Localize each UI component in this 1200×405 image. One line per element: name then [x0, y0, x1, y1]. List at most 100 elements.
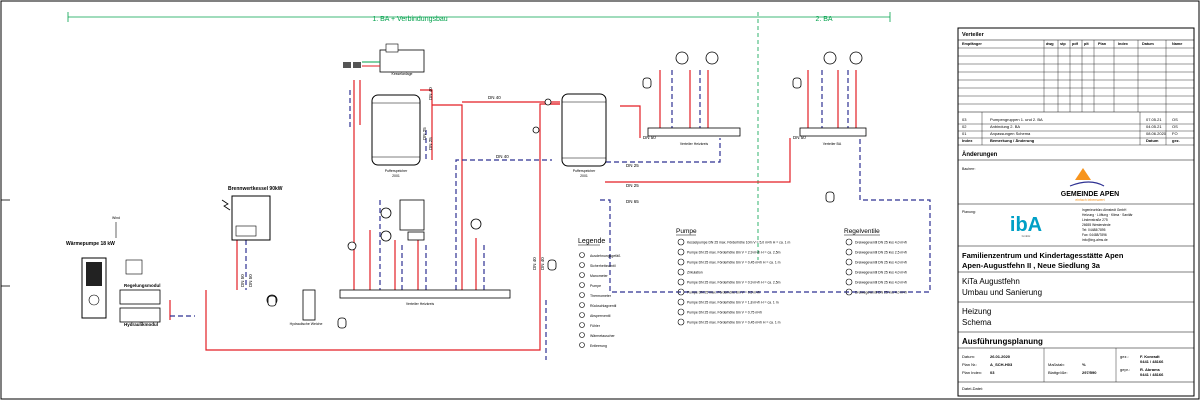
svg-text:Anbindung 2. BA: Anbindung 2. BA [990, 124, 1020, 129]
svg-text:Empfänger: Empfänger [962, 42, 982, 46]
control-modules: Regelungsmodul Hydraulikmodul [119, 283, 161, 327]
heat-pump: Wärmepumpe 18 kW Wind [66, 216, 143, 319]
svg-text:08.06.2020: 08.06.2020 [1146, 131, 1167, 136]
separator-label: Hydraulische Weiche [290, 322, 323, 326]
pipe-label: DN 50 [248, 274, 253, 287]
svg-text:%: % [1082, 362, 1086, 367]
svg-text:A_SCH-H03: A_SCH-H03 [990, 362, 1013, 367]
pipe-label: DN 40 [428, 87, 433, 100]
svg-text:Maßstab:: Maßstab: [1048, 362, 1065, 367]
svg-text:Plan Nr.:: Plan Nr.: [962, 362, 977, 367]
pipe-label: DN 40 [532, 257, 537, 270]
section-ba1-label: 1. BA + Verbindungsbau [372, 16, 447, 23]
legend: Legende Ausdehnungsgefäß Sicherheitsvent… [578, 238, 620, 348]
legend-item: Manometer [590, 274, 609, 278]
svg-text:Anpassungen Schema: Anpassungen Schema [990, 131, 1031, 136]
pump-item: Zirkulation [687, 271, 703, 275]
project-subtitle-2: Umbau und Sanierung [962, 288, 1042, 297]
change-log: 03 Pumpengruppen 1. und 2. BA 07.05.21 O… [962, 117, 1180, 143]
client-label: Bauherr: [962, 167, 975, 171]
drawing-type: Schema [962, 318, 992, 327]
svg-text:02: 02 [962, 124, 967, 129]
svg-text:Ingenieurbüro Almstedt GmbH: Ingenieurbüro Almstedt GmbH [1082, 208, 1127, 212]
section-markers: 1. BA + Verbindungsbau 2. BA [67, 12, 891, 260]
planner-address: Ingenieurbüro Almstedt GmbH Heizung · Lü… [1082, 208, 1133, 242]
pipe-label: DN 40 [488, 95, 501, 100]
svg-text:Lindenstraße 275: Lindenstraße 275 [1082, 218, 1108, 222]
pipe-label: DN 25 [626, 163, 639, 168]
valve-list: Regelventile Dreiwegeventil DN 25 kvs 4,… [844, 228, 907, 296]
svg-text:03: 03 [990, 370, 995, 375]
hydraulic-separator: Hydraulische Weiche [266, 289, 323, 326]
legend-item: Pumpe [590, 284, 601, 288]
pump-item: Pumpe DN 25 max. Förderhöhe 8m V = 2,9 m… [687, 251, 781, 255]
pump-item: Pumpe DN 25 max. Förderhöhe 6m V = 0,45 … [687, 321, 781, 325]
svg-text:0441 / 48166: 0441 / 48166 [1140, 372, 1164, 377]
svg-text:ibA: ibA [1010, 214, 1042, 236]
svg-text:gez.: gez. [1172, 138, 1180, 143]
svg-text:Plan Index:: Plan Index: [962, 370, 982, 375]
svg-text:Plan: Plan [1098, 42, 1107, 46]
svg-text:01: 01 [962, 131, 967, 136]
boiler-top-label: Kesselanlage [391, 72, 412, 76]
valve-item: Dreiwegeventil DN 25 kvs 4,0 m³/h [855, 261, 907, 265]
heat-pump-label: Wärmepumpe 18 kW [66, 241, 115, 247]
buffer-1-sub: 2001 [392, 174, 400, 178]
svg-text:Blattgröße:: Blattgröße: [1048, 370, 1068, 375]
svg-text:stp: stp [1060, 42, 1066, 46]
pipe-label: DN 50 [643, 135, 656, 140]
svg-text:Index: Index [1118, 42, 1129, 46]
pipe-label: DN 50 [793, 135, 806, 140]
legend-item: Ausdehnungsgefäß [590, 254, 620, 258]
svg-text:Heizung · Lüftung · Klima · Sa: Heizung · Lüftung · Klima · Sanitär [1082, 213, 1133, 217]
legend-item: Entleerung [590, 344, 607, 348]
legend-item: Rückschlagventil [590, 304, 616, 308]
legend-item: Thermometer [590, 294, 612, 298]
svg-text:Datei-Datei:: Datei-Datei: [962, 386, 983, 391]
pipe-label: DN 40 [540, 257, 545, 270]
pipe-label: DN 40 [496, 154, 509, 159]
planner-label: Planung: [962, 210, 976, 214]
svg-text:03: 03 [962, 117, 967, 122]
legend-item: Absperrventil [590, 314, 611, 318]
svg-text:Datum:: Datum: [962, 354, 975, 359]
return-pipes [170, 70, 931, 360]
svg-text:OS: OS [1172, 117, 1178, 122]
svg-text:plt: plt [1084, 42, 1089, 46]
svg-text:dwg: dwg [1046, 42, 1054, 46]
distribution-header: Empfänger dwg stp pdf plt Plan Index Dat… [962, 42, 1182, 46]
svg-text:gez.:: gez.: [1120, 354, 1129, 359]
pump-item: Pumpe DN 25 max. Förderhöhe 6m V = 1,8 m… [687, 301, 779, 305]
pipe-label: DN 65 [626, 199, 639, 204]
valve-item: Dreiwegeventil DN 25 kvs 4,0 m³/h [855, 271, 907, 275]
valve-item: Dreiwegeventil DN 25 kvs 4,0 m³/h [855, 281, 907, 285]
valve-item: Dreiwegeventil DN 25 kvs 4,0 m³/h [855, 291, 907, 295]
iba-logo: ibA GmbH [1006, 208, 1046, 240]
svg-text:Name: Name [1172, 42, 1182, 46]
svg-text:07.05.21: 07.05.21 [1146, 117, 1162, 122]
pump-list-title: Pumpe [676, 228, 697, 235]
svg-text:Datum: Datum [1142, 42, 1154, 46]
boiler-label: Brennwertkessel 90kW [228, 186, 283, 192]
svg-text:FO: FO [1172, 131, 1178, 136]
boiler-top-unit: Kesselanlage [343, 43, 425, 76]
section-ba2-label: 2. BA [815, 16, 832, 23]
svg-text:Tel: 04488/7895: Tel: 04488/7895 [1082, 228, 1106, 232]
manifold-ba2-label: Verteiler BA [823, 142, 842, 146]
pump-item: Pumpe DN 25 max. Förderhöhe 6m V = 0,9 m… [687, 291, 760, 295]
supply-pipes [169, 70, 857, 351]
project-title: Familienzentrum und Kindertagesstätte Ap… [962, 251, 1124, 260]
pipe-label: DN 25 [626, 183, 639, 188]
manifold-mid-label: Verteiler Heizkreis [406, 302, 434, 306]
project-subtitle-1: KiTa Augustfehn [962, 277, 1020, 286]
wind-label: Wind [112, 216, 120, 220]
svg-text:Fax: 04488/7896: Fax: 04488/7896 [1082, 233, 1107, 237]
pipe-label: DN 50 [240, 274, 245, 287]
svg-text:Pumpengruppen 1. und 2. BA: Pumpengruppen 1. und 2. BA [990, 117, 1043, 122]
legend-item: Wärmetauscher [590, 334, 616, 338]
legend-item: Fühler [590, 324, 601, 328]
title-block: Verteiler Empfänger dwg stp pdf plt Plan… [957, 27, 1195, 397]
pump-item: Pumpe DN 25 max. Förderhöhe 6m V = 0,75 … [687, 311, 762, 315]
